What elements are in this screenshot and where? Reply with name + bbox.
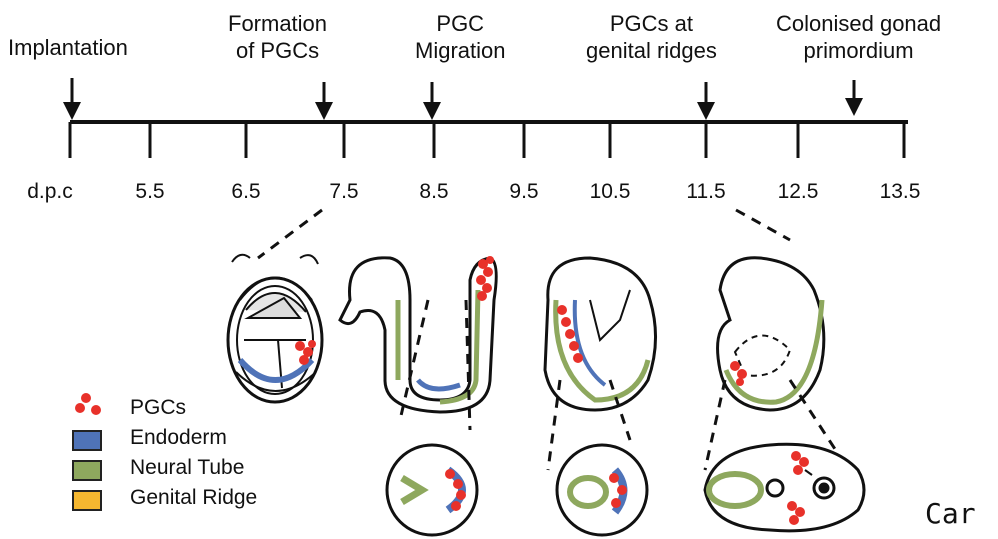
legend-swatch-genital-ridge: [72, 490, 102, 511]
legend-label-neural-tube: Neural Tube: [130, 456, 244, 480]
legend-label-pgcs: PGCs: [130, 396, 186, 420]
legend-label-endoderm: Endoderm: [130, 426, 227, 450]
legend-label-genital-ridge: Genital Ridge: [130, 486, 257, 510]
legend-pgc-icon: [75, 393, 101, 415]
cross-section-8-5: [387, 445, 477, 535]
cross-section-10-5: [557, 445, 647, 535]
timeline-connectors: [258, 210, 790, 258]
embryo-8-5-dpc: [340, 258, 496, 412]
embryo-10-5-dpc: [545, 258, 656, 410]
event-arrows: [63, 78, 863, 120]
timeline-ticks: [70, 122, 904, 158]
legend-swatch-endoderm: [72, 430, 102, 451]
cross-section-11-5: [705, 444, 864, 531]
legend-swatch-neural-tube: [72, 460, 102, 481]
watermark-text: Car: [925, 497, 976, 530]
embryo-7-5-dpc: [228, 255, 322, 402]
embryo-11-5-dpc: [718, 258, 824, 410]
